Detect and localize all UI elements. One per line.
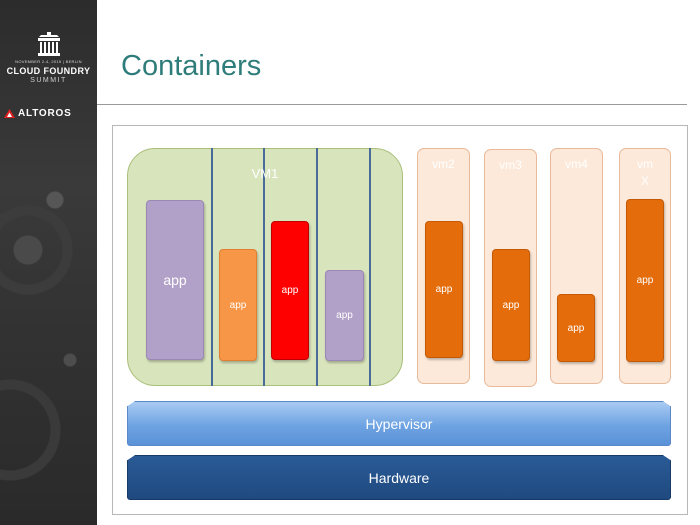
altoros-mark-icon (4, 109, 15, 118)
vmx-label: vm X (637, 157, 653, 188)
vm1-app-2: app (219, 249, 257, 361)
vm1-app-3: app (271, 221, 309, 360)
hypervisor-layer: Hypervisor (127, 401, 671, 446)
vm3-app: app (492, 249, 530, 361)
vm2-app: app (425, 221, 463, 358)
event-subtitle: SUMMIT (30, 77, 67, 84)
container-divider (369, 148, 371, 386)
event-date: NOVEMBER 2-4, 2015 | BERLIN (15, 59, 82, 64)
vm1-app-1: app (146, 200, 204, 360)
brand-logo: ALTOROS (4, 108, 72, 119)
sidebar: NOVEMBER 2-4, 2015 | BERLIN CLOUD FOUNDR… (0, 0, 97, 525)
container-divider (263, 148, 265, 386)
vm1-app-4: app (325, 270, 364, 361)
brandenburg-gate-icon (37, 32, 60, 56)
vm4-label: vm4 (565, 157, 588, 171)
hypervisor-label: Hypervisor (365, 415, 433, 432)
vm1-label: VM1 (251, 166, 279, 181)
title-divider (97, 104, 687, 105)
brand-name: ALTOROS (18, 108, 72, 119)
vm2-label: vm2 (432, 157, 455, 171)
event-name: CLOUD FOUNDRY (6, 66, 91, 76)
slide-title: Containers (121, 50, 262, 82)
vm3-label: vm3 (499, 158, 522, 172)
container-divider (211, 148, 213, 386)
hardware-layer: Hardware (127, 455, 671, 500)
hardware-label: Hardware (368, 469, 430, 486)
event-logo: NOVEMBER 2-4, 2015 | BERLIN CLOUD FOUNDR… (0, 32, 97, 84)
vmx-app: app (626, 199, 664, 362)
container-divider (316, 148, 318, 386)
vm4-app: app (557, 294, 595, 362)
